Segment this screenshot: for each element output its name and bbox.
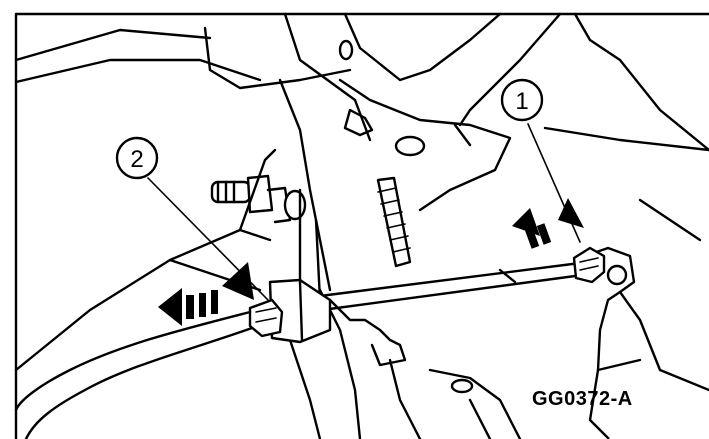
threaded-pin [376, 176, 412, 268]
dashboard-bracket [14, 12, 709, 292]
flexible-cable [14, 310, 254, 439]
pedal-structure [288, 288, 522, 439]
callout-1: 1 [500, 78, 544, 122]
callout-1-label: 1 [515, 88, 528, 115]
movement-arrow-left [158, 288, 218, 326]
frame-border [14, 12, 709, 439]
movement-arrow-right-down [222, 262, 254, 300]
leader-line-2 [147, 177, 269, 301]
movement-arrow-up-left [512, 208, 552, 249]
callout-2: 2 [115, 136, 159, 180]
figure-code: GG0372-A [532, 388, 633, 410]
cable-rod [318, 260, 592, 312]
mounting-stud [210, 174, 307, 224]
leader-line-1 [527, 123, 581, 243]
movement-arrow-down-right [558, 198, 584, 228]
cable-connector-left [248, 278, 332, 344]
cable-clip-right [572, 246, 606, 284]
callout-2-label: 2 [130, 146, 143, 173]
pedal-lever [584, 246, 709, 439]
